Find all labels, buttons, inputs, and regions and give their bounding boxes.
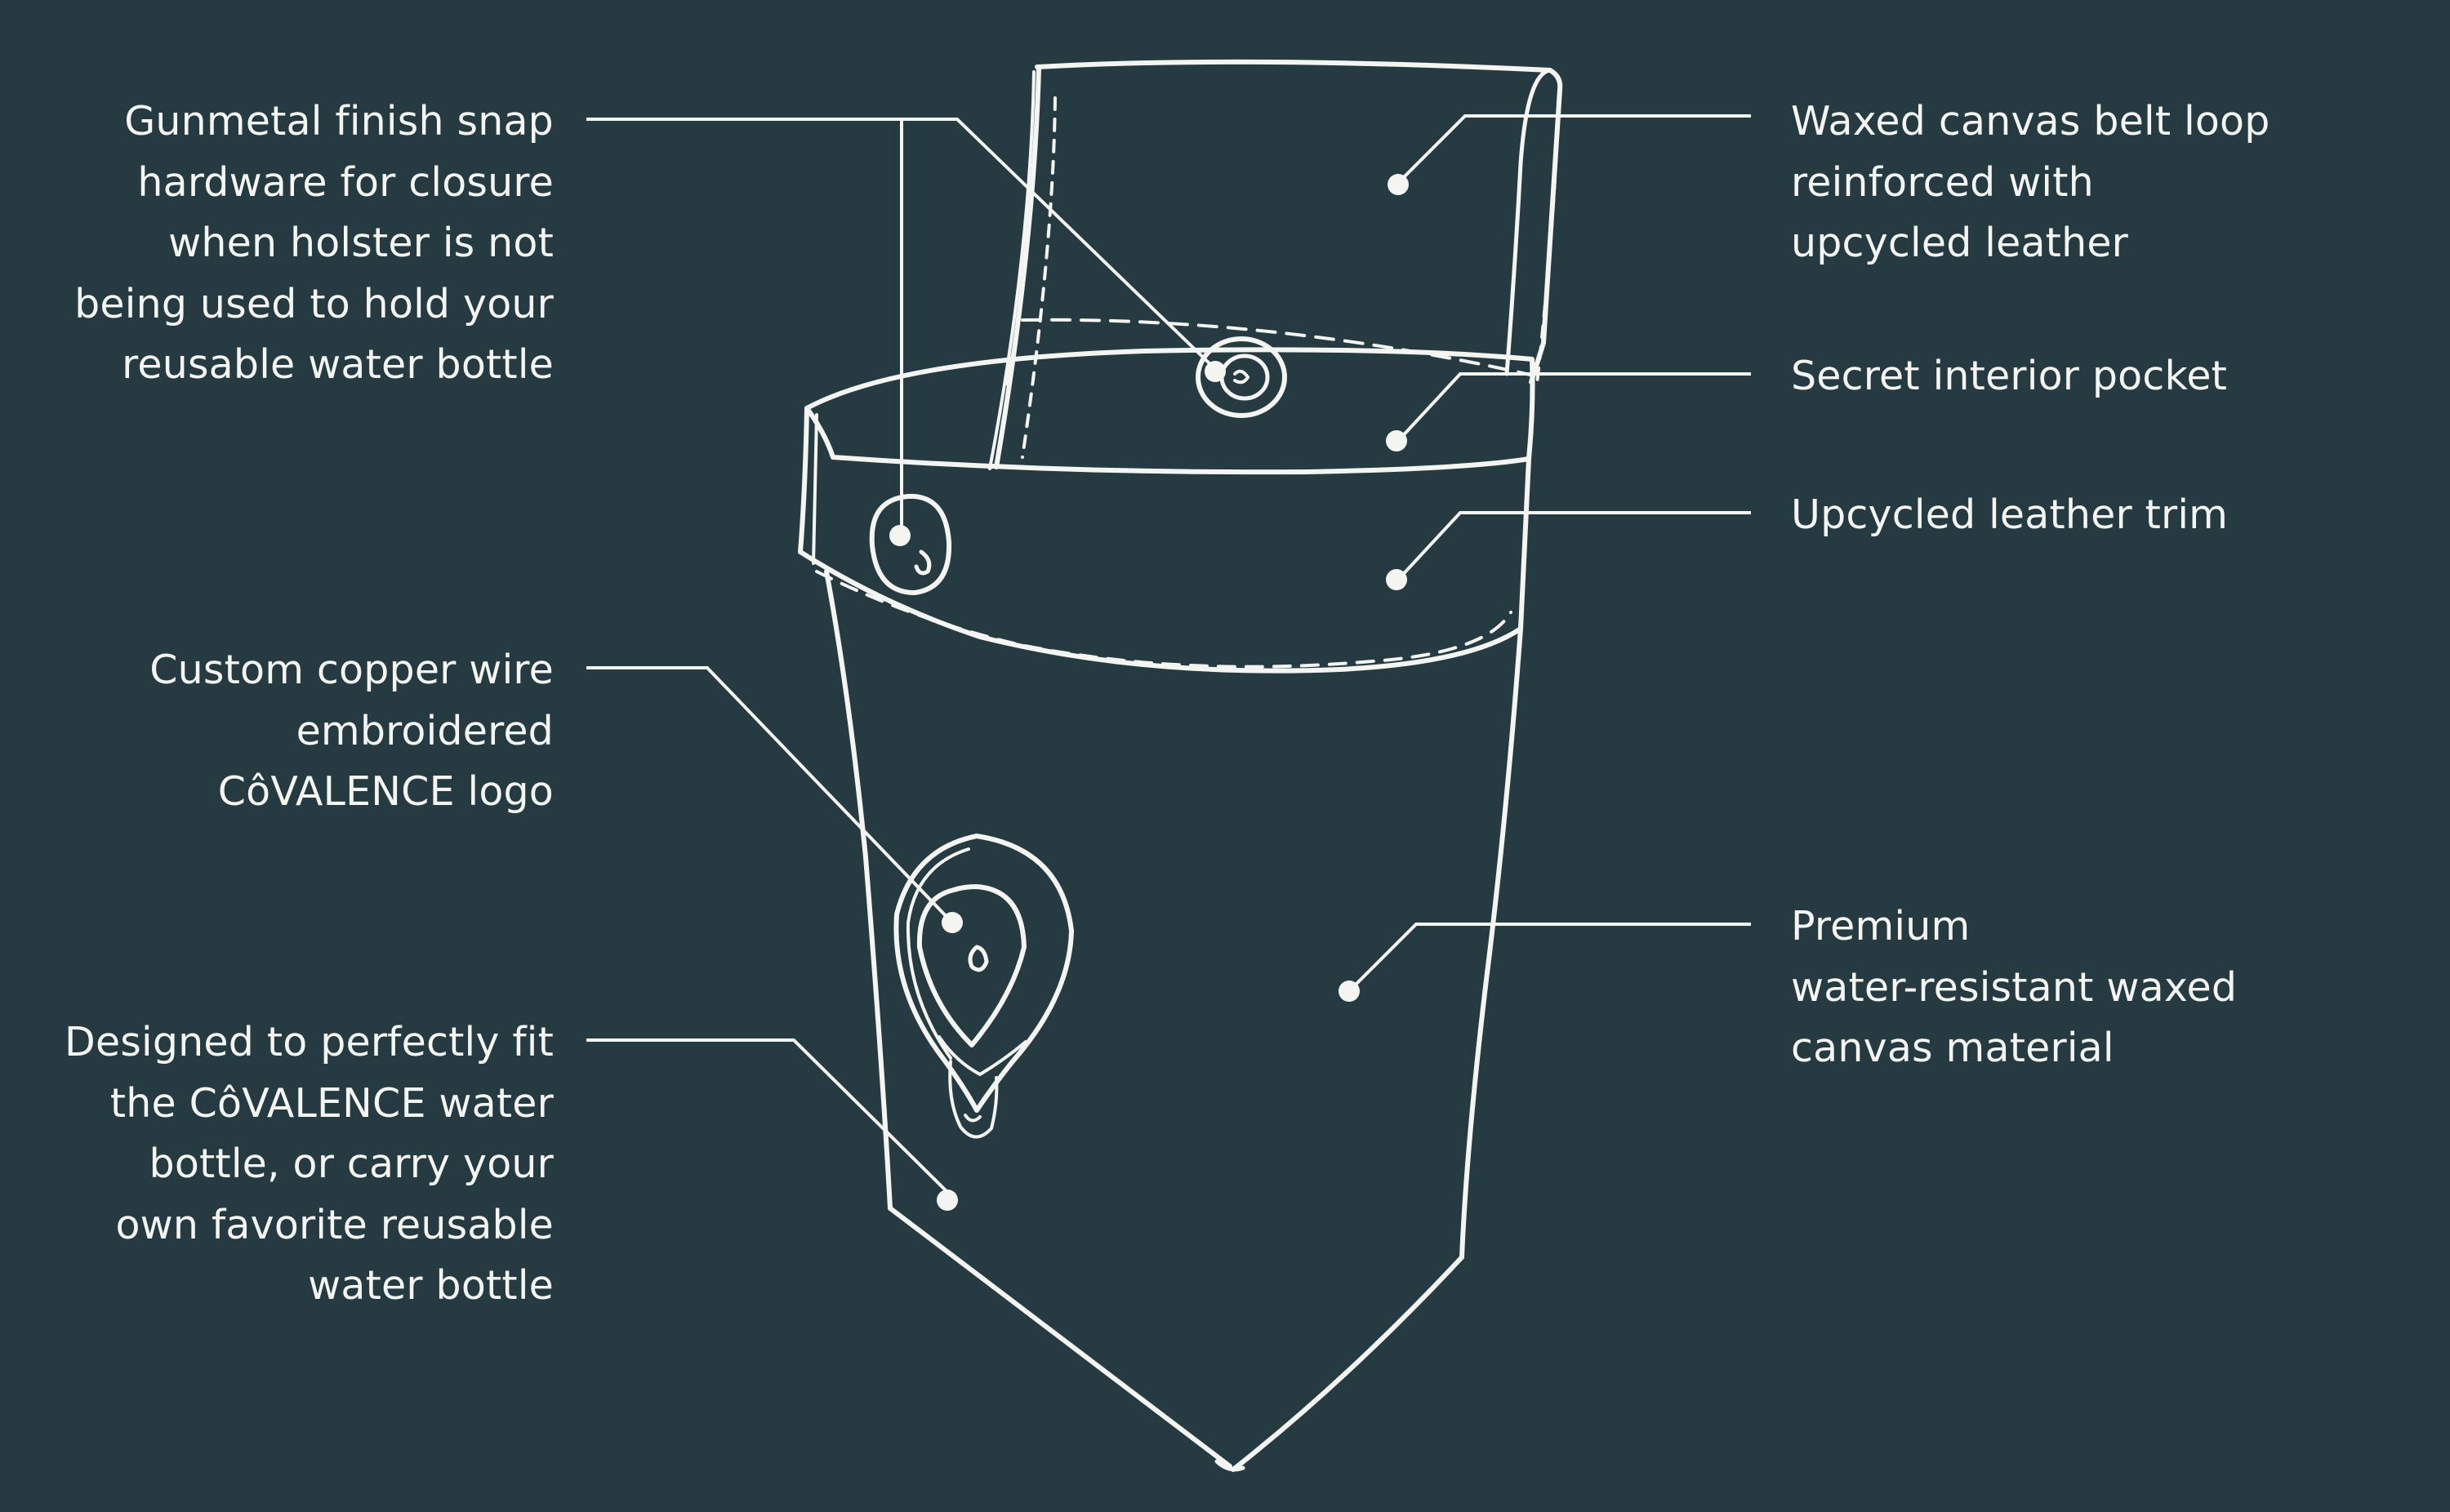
side-snap-drawing [869, 493, 952, 595]
callout-copper-logo: Custom copper wire embroidered CôVALENCE… [149, 640, 554, 823]
leader-fit [586, 1038, 949, 1194]
dot-secret-pocket [1386, 430, 1407, 451]
dot-fit [937, 1190, 958, 1211]
dot-snap-side [889, 525, 911, 546]
callout-line: CôVALENCE logo [217, 768, 554, 815]
copper-logo-drawing [893, 834, 1074, 1139]
holster-body-drawing [798, 347, 1535, 1472]
callout-line: embroidered [296, 707, 554, 754]
callout-line: being used to hold your [74, 280, 554, 327]
callout-line: Upcycled leather trim [1791, 491, 2229, 538]
callout-line: reinforced with [1791, 158, 2094, 206]
dot-leather-trim [1386, 569, 1407, 590]
belt-loop-drawing [988, 59, 1563, 470]
dot-canvas-material [1339, 981, 1360, 1002]
callout-line: canvas material [1791, 1025, 2114, 1071]
dot-belt-loop [1388, 174, 1409, 195]
callout-snap-hardware: Gunmetal finish snap hardware for closur… [74, 91, 554, 396]
callout-secret-pocket: Secret interior pocket [1791, 346, 2227, 407]
callout-line: Waxed canvas belt loop [1791, 98, 2270, 145]
leader-lines [586, 114, 1751, 1194]
callout-line: hardware for closure [137, 158, 554, 206]
dot-copper-logo [942, 912, 963, 933]
callout-canvas-material: Premium water-resistant waxed canvas mat… [1791, 896, 2237, 1079]
leader-copper-logo [586, 666, 952, 923]
dot-snap-top [1205, 361, 1226, 382]
callout-belt-loop: Waxed canvas belt loop reinforced with u… [1791, 91, 2270, 274]
leader-secret-pocket [1396, 372, 1751, 442]
callout-line: Gunmetal finish snap [124, 98, 554, 145]
leader-snap-hardware [586, 118, 1217, 371]
callout-line: bottle, or carry your [149, 1141, 554, 1187]
leader-dots [889, 174, 1409, 1211]
callout-line: the CôVALENCE water [109, 1079, 554, 1127]
callout-line: Premium [1791, 903, 1971, 949]
callout-line: Custom copper wire [149, 647, 554, 693]
callout-line: upcycled leather [1791, 220, 2129, 266]
callout-line: own favorite reusable [115, 1201, 554, 1248]
callout-line: when holster is not [168, 220, 554, 266]
callout-leather-trim: Upcycled leather trim [1791, 485, 2228, 546]
callout-line: water bottle [308, 1262, 554, 1309]
leader-belt-loop [1396, 114, 1751, 185]
callout-line: water-resistant waxed [1791, 963, 2238, 1011]
callout-line: Designed to perfectly fit [65, 1019, 554, 1065]
leader-canvas-material [1348, 923, 1751, 993]
callout-line: reusable water bottle [122, 341, 554, 388]
callout-line: Secret interior pocket [1791, 353, 2228, 399]
callout-fit: Designed to perfectly fit the CôVALENCE … [65, 1012, 554, 1317]
leader-leather-trim [1396, 511, 1751, 581]
